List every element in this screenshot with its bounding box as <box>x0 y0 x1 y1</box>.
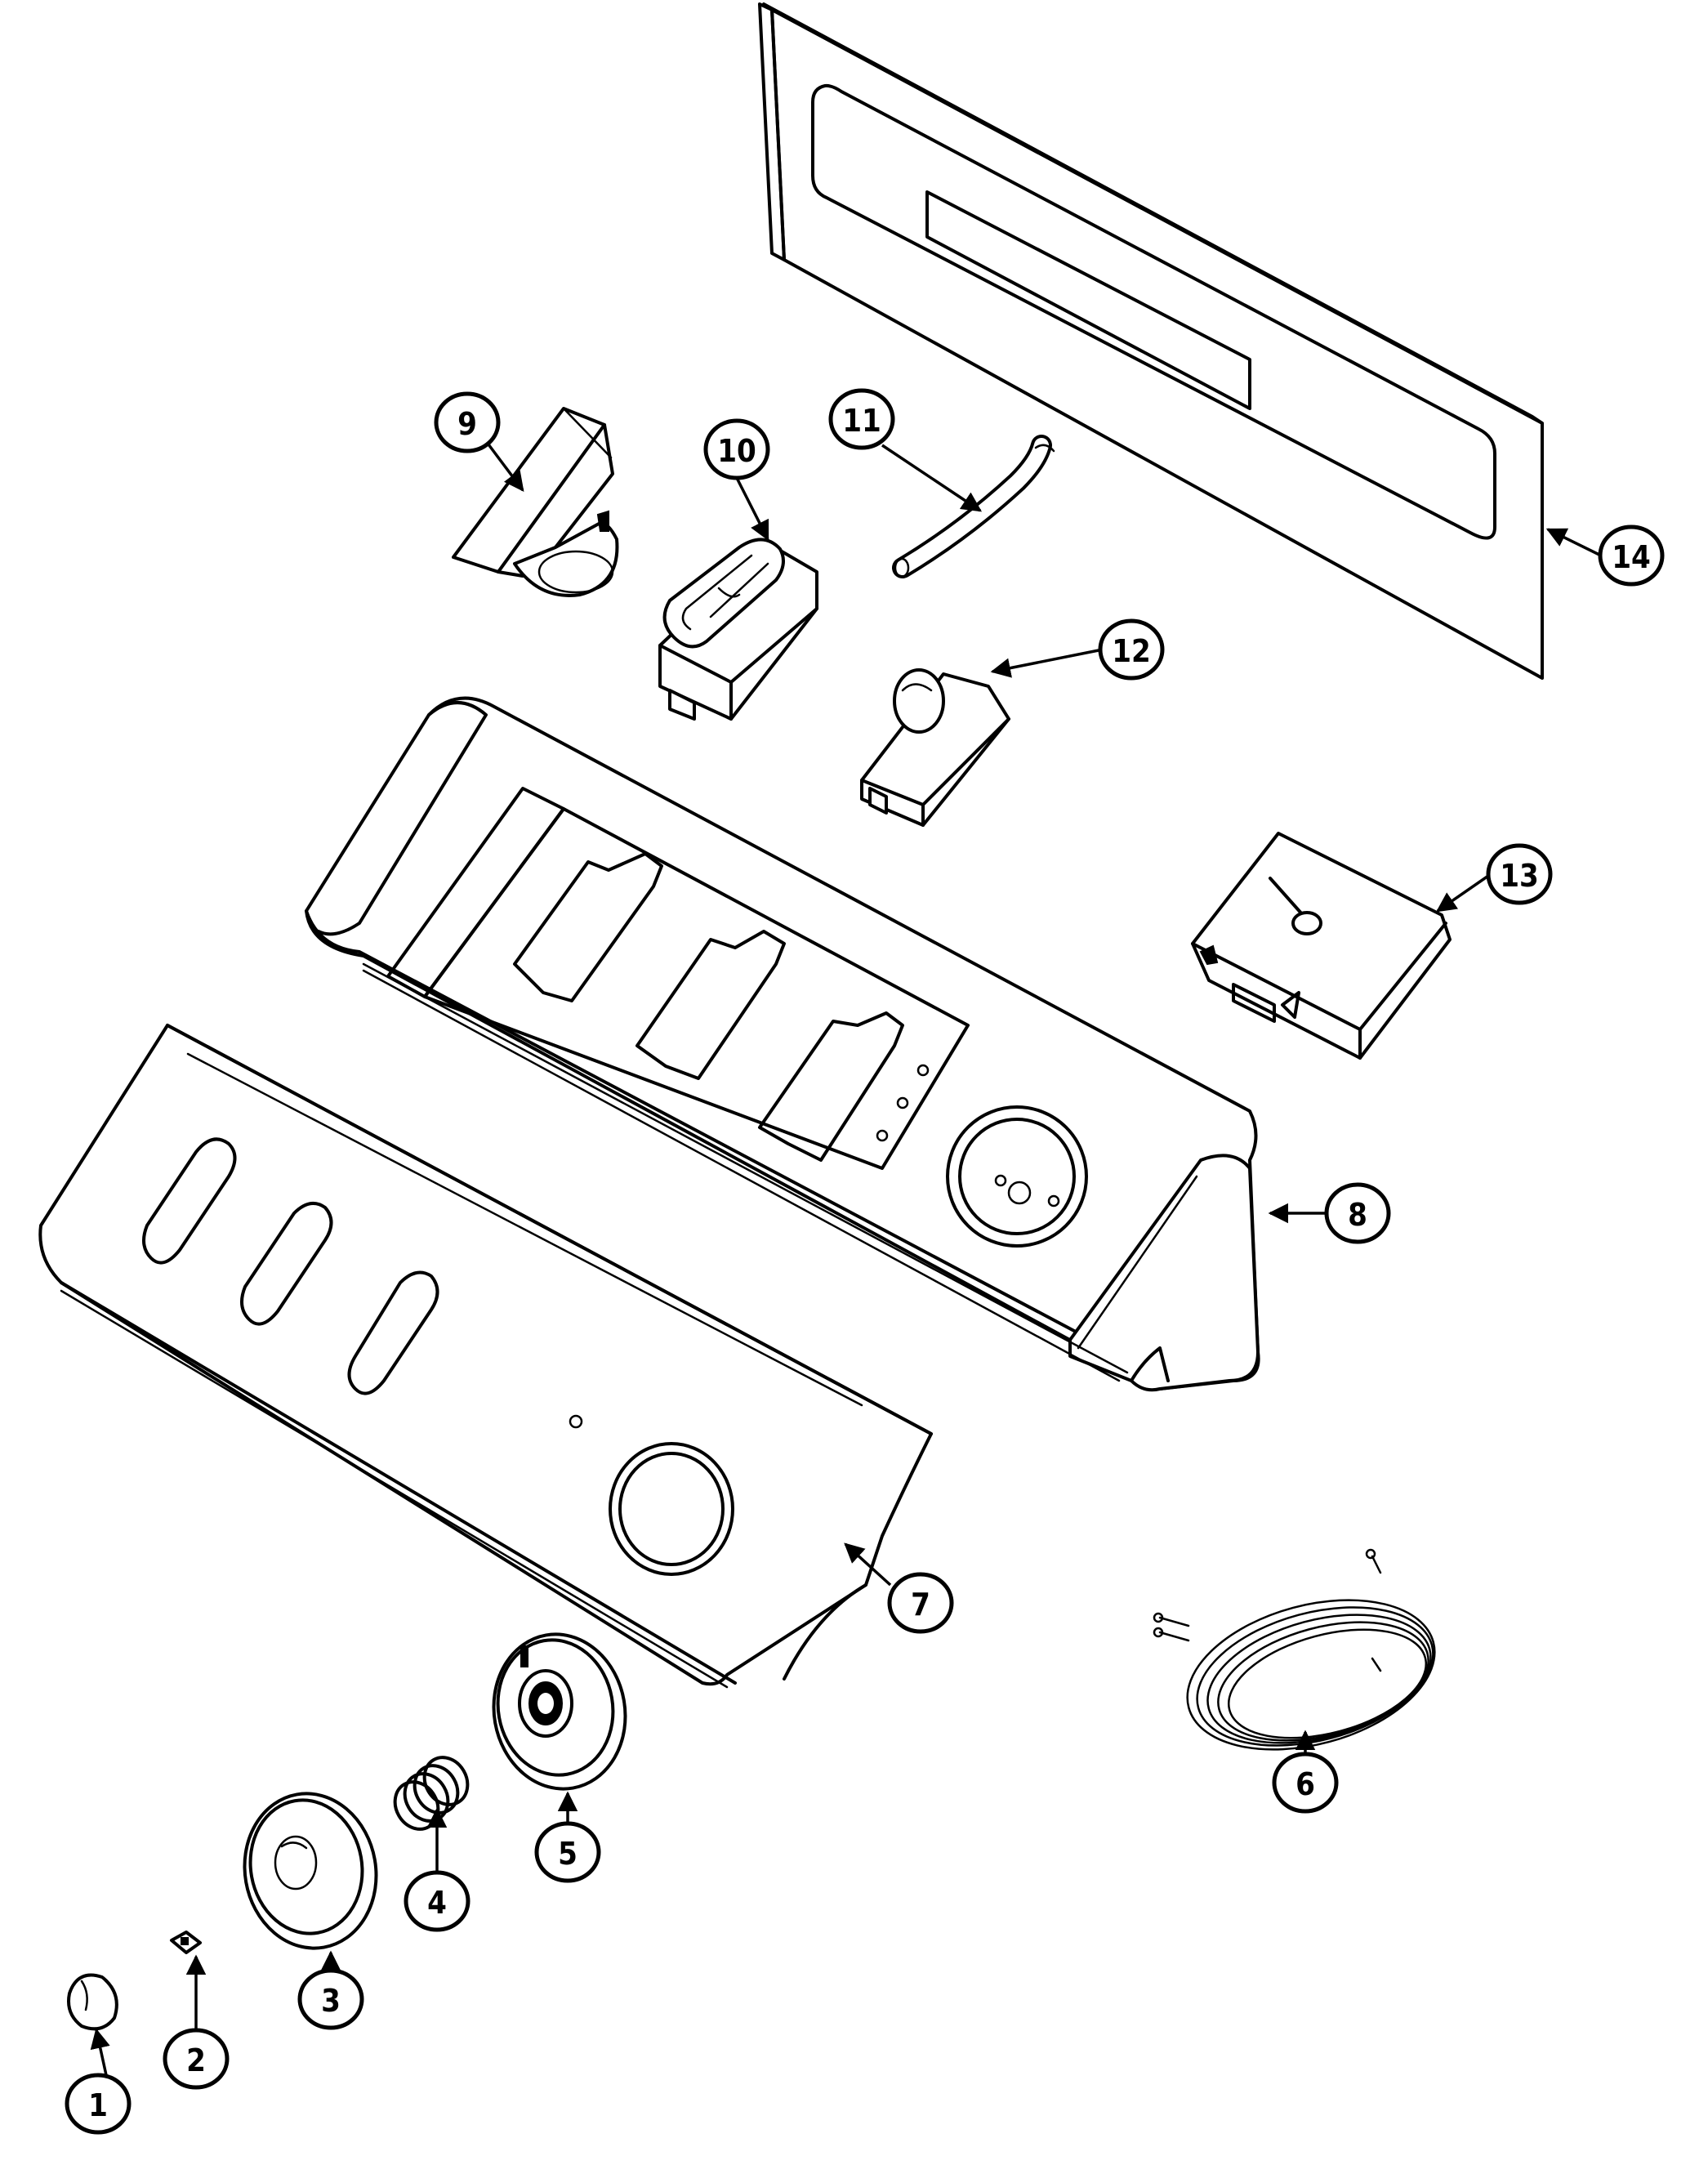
callout-14: 14 <box>1598 525 1665 587</box>
callout-label: 11 <box>842 403 881 439</box>
callout-10: 10 <box>703 418 770 480</box>
part-5-dial-knob <box>492 1632 627 1791</box>
part-12-push-switch <box>860 668 1010 827</box>
callout-6: 6 <box>1272 1752 1339 1814</box>
callout-7: 7 <box>887 1572 954 1634</box>
leader-10 <box>735 477 769 542</box>
callout-label: 9 <box>457 406 477 442</box>
part-8-console <box>305 696 1260 1392</box>
part-7-control-panel <box>38 1024 933 1689</box>
callout-label: 2 <box>186 2042 206 2078</box>
callout-label: 12 <box>1112 633 1151 669</box>
leader-14 <box>1545 528 1602 557</box>
callout-11: 11 <box>828 388 895 450</box>
callout-label: 7 <box>911 1587 930 1623</box>
callout-label: 13 <box>1500 858 1539 894</box>
callout-label: 5 <box>558 1836 578 1872</box>
part-4-spring <box>393 1756 470 1831</box>
leader-lines <box>90 440 1602 2076</box>
callout-label: 8 <box>1348 1197 1367 1233</box>
leader-1 <box>90 2028 110 2076</box>
part-10-switch-block <box>658 538 818 721</box>
leader-7 <box>844 1542 892 1587</box>
leader-11 <box>881 444 983 512</box>
callout-label: 4 <box>427 1885 447 1921</box>
part-3-knob <box>243 1792 378 1950</box>
callout-8: 8 <box>1324 1182 1391 1244</box>
leader-9 <box>484 440 524 492</box>
callout-4: 4 <box>404 1870 470 1932</box>
callout-label: 10 <box>717 433 756 469</box>
part-2-clip <box>170 1931 202 1954</box>
callout-2: 2 <box>163 2028 230 2090</box>
callout-3: 3 <box>297 1968 364 2030</box>
part-14-back-panel <box>758 2 1544 680</box>
leader-12 <box>990 648 1104 678</box>
callout-label: 3 <box>321 1983 341 2019</box>
part-1-cap <box>67 1973 118 2031</box>
callout-12: 12 <box>1098 618 1165 681</box>
callout-label: 1 <box>88 2087 108 2123</box>
callout-5: 5 <box>534 1821 601 1883</box>
callout-9: 9 <box>434 391 501 453</box>
part-9-switch <box>452 407 619 597</box>
part-11-hose <box>892 435 1055 578</box>
part-13-timer <box>1191 832 1452 1060</box>
callout-label: 6 <box>1295 1766 1315 1802</box>
part-6-wire-harness <box>1153 1548 1436 1751</box>
callout-13: 13 <box>1486 843 1553 905</box>
leader-13 <box>1435 873 1492 913</box>
callout-label: 14 <box>1612 539 1651 575</box>
callout-1: 1 <box>65 2073 132 2135</box>
